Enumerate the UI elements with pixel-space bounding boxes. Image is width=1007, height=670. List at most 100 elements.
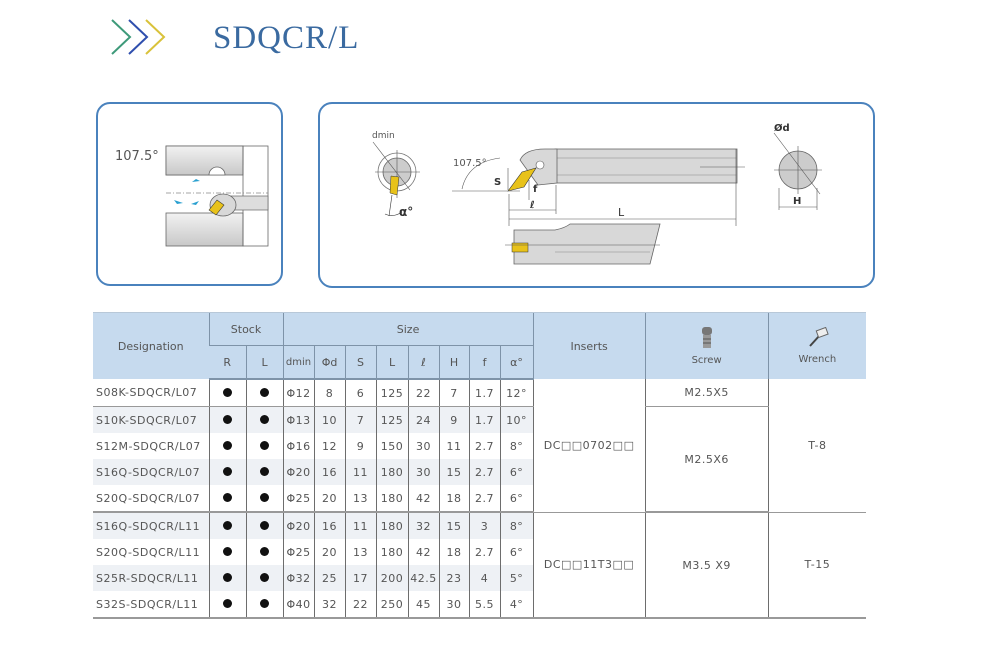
dimension-diagram-panel (318, 102, 875, 288)
size-d-cell: 8 (313, 379, 346, 407)
size-alpha-cell: 12° (499, 379, 534, 407)
subheader-l-small: ℓ (407, 345, 440, 380)
size-alpha-cell: 8° (499, 512, 534, 539)
header-designation: Designation (93, 312, 209, 379)
subheader-f: f (468, 345, 501, 380)
size-dmin-cell: Φ13 (282, 406, 315, 433)
designation-cell: S16Q-SDQCR/L07 (93, 459, 209, 485)
size-l-small-cell: 45 (407, 591, 440, 619)
size-l-small-cell: 30 (407, 459, 440, 485)
size-dmin-cell: Φ16 (282, 433, 315, 459)
size-s-cell: 7 (344, 406, 377, 433)
size-h-cell: 15 (438, 512, 470, 539)
size-l-small-cell: 42.5 (407, 565, 440, 591)
designation-cell: S10K-SDQCR/L07 (93, 406, 209, 433)
in-stock-dot-icon (223, 572, 232, 582)
stock-r-cell (208, 512, 246, 539)
subheader-h: H (438, 345, 470, 380)
in-stock-dot-icon (260, 414, 269, 424)
inserts-cell: DC□□0702□□ (532, 379, 646, 513)
header-wrench: Wrench (767, 312, 867, 379)
size-L-cell: 180 (375, 485, 409, 513)
designation-cell: S25R-SDQCR/L11 (93, 565, 209, 591)
size-f-cell: 1.7 (468, 379, 501, 407)
size-f-cell: 1.7 (468, 406, 501, 433)
in-stock-dot-icon (223, 520, 232, 530)
size-s-cell: 17 (344, 565, 377, 591)
size-h-cell: 9 (438, 406, 470, 433)
size-s-cell: 22 (344, 591, 377, 619)
boring-bar-side-view (452, 148, 745, 265)
size-d-cell: 12 (313, 433, 346, 459)
size-h-cell: 11 (438, 433, 470, 459)
size-s-cell: 11 (344, 459, 377, 485)
size-dmin-cell: Φ32 (282, 565, 315, 591)
size-f-cell: 3 (468, 512, 501, 539)
size-dmin-cell: Φ20 (282, 512, 315, 539)
specification-table: Designation Stock Size Inserts Screw Wre… (93, 312, 867, 619)
screw-icon (701, 327, 712, 348)
in-stock-dot-icon (260, 520, 269, 530)
size-l-small-cell: 42 (407, 539, 440, 565)
stock-r-cell (208, 565, 246, 591)
stock-l-cell (245, 591, 284, 619)
size-alpha-cell: 8° (499, 433, 534, 459)
stock-r-cell (208, 459, 246, 485)
designation-cell: S20Q-SDQCR/L11 (96, 545, 201, 559)
in-stock-dot-icon (223, 414, 232, 424)
end-view-dmin (372, 141, 420, 217)
header-inserts: Inserts (532, 312, 646, 379)
wrench-cell: T-8 (767, 379, 867, 513)
h-label: H (793, 196, 801, 207)
f-label: f (533, 184, 538, 195)
wrench-cell: T-15 (767, 512, 867, 619)
in-stock-dot-icon (223, 466, 232, 476)
screw-label: Screw (691, 355, 722, 366)
designation-cell: S08K-SDQCR/L07 (93, 379, 209, 407)
size-s-cell: 13 (344, 539, 377, 565)
designation-cell: S20Q-SDQCR/L07 (93, 485, 209, 513)
stock-r-cell (208, 379, 246, 407)
in-stock-dot-icon (260, 466, 269, 476)
size-d-cell: 16 (313, 512, 346, 539)
size-L-cell: 150 (375, 433, 409, 459)
size-h-cell: 30 (438, 591, 470, 619)
size-s-cell: 9 (344, 433, 377, 459)
wrench-label: Wrench (798, 354, 837, 365)
in-stock-dot-icon (260, 492, 269, 502)
l-small-label: ℓ (529, 200, 535, 211)
size-f-cell: 2.7 (468, 485, 501, 513)
size-d-cell: 32 (313, 591, 346, 619)
stock-r-cell (208, 433, 246, 459)
designation-cell: S32S-SDQCR/L11 (93, 591, 209, 619)
size-L-cell: 200 (375, 565, 409, 591)
approach-angle-label: 107.5° (115, 149, 159, 164)
size-alpha-cell: 6° (499, 485, 534, 513)
size-alpha-cell: 5° (499, 565, 534, 591)
subheader-l: L (245, 345, 284, 380)
size-s-cell: 13 (344, 485, 377, 513)
in-stock-dot-icon (260, 598, 269, 608)
size-h-cell: 18 (438, 485, 470, 513)
in-stock-dot-icon (223, 492, 232, 502)
technical-drawings: 107.5° dmin α° 107.5° (115, 122, 822, 265)
screw-cell: M2.5X5 (644, 379, 769, 407)
size-h-cell: 15 (438, 459, 470, 485)
size-s-cell: 6 (344, 379, 377, 407)
size-dmin-cell: Φ25 (282, 485, 315, 513)
stock-l-cell (245, 379, 284, 407)
stock-l-cell (245, 433, 284, 459)
size-h-cell: 7 (438, 379, 470, 407)
size-l-small-cell: 32 (407, 512, 440, 539)
size-L-cell: 180 (375, 539, 409, 565)
size-L-cell: 250 (375, 591, 409, 619)
inserts-cell: DC□□11T3□□ (532, 512, 646, 619)
size-f-cell: 5.5 (468, 591, 501, 619)
l-label: L (618, 206, 625, 219)
size-d-cell: 20 (313, 539, 346, 565)
